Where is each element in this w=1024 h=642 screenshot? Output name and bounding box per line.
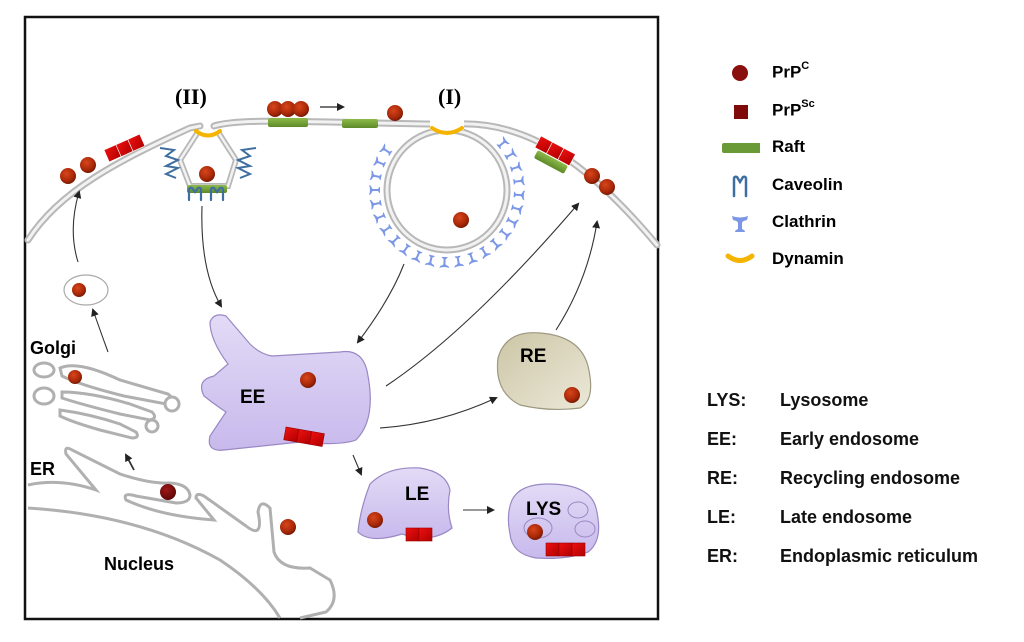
clathrin-icon	[732, 216, 748, 232]
lysosome-inner-vesicle	[574, 520, 596, 538]
arrow-er-to-golgi	[125, 453, 135, 471]
membrane-particles	[60, 101, 615, 195]
abbreviation-value: Endoplasmic reticulum	[780, 546, 979, 566]
raft-icon	[534, 150, 568, 174]
arrow-re-to-membrane	[555, 220, 601, 331]
trafficking-arrows	[72, 190, 601, 514]
arrow-clathrin-to-ee	[356, 263, 405, 344]
legend-item-raft: Raft	[700, 133, 1000, 163]
abbreviation-item: LE: Late endosome	[707, 507, 1017, 533]
abbreviation-key: ER:	[707, 546, 738, 566]
prpc-icon	[280, 519, 296, 535]
raft-bar-icon	[722, 143, 760, 153]
caveolin-icon	[159, 147, 182, 179]
legend-item-caveolin: Caveolin	[700, 171, 1000, 201]
arrow-vesicle-to-membrane	[72, 190, 82, 263]
pathway-label-I: (I)	[438, 84, 461, 109]
prpc-icon	[367, 512, 383, 528]
early-endosome-label: EE	[240, 387, 265, 408]
abbreviation-item: LYS: Lysosome	[707, 390, 1017, 416]
prpc-icon	[160, 484, 176, 500]
prpc-icon	[527, 524, 543, 540]
prpc-icon	[267, 101, 283, 117]
prpc-icon	[80, 157, 96, 173]
abbreviation-key: EE:	[707, 429, 738, 449]
dynamin-arc-icon	[725, 253, 755, 263]
abbreviation-value: Late endosome	[780, 507, 913, 527]
prpc-icon	[564, 387, 580, 403]
pathway-label-II: (II)	[175, 84, 207, 109]
abbreviation-key: LE:	[707, 507, 736, 527]
prpc-icon	[453, 212, 469, 228]
abbreviation-key: RE:	[707, 468, 738, 488]
legend-item-clathrin: Clathrin	[700, 208, 1000, 238]
abbreviation-value: Lysosome	[780, 390, 869, 410]
golgi-label: Golgi	[30, 338, 76, 358]
late-endosome-label: LE	[405, 484, 429, 505]
legend-item-dynamin: Dynamin	[700, 245, 1000, 275]
arrow-ee-to-le	[352, 454, 363, 476]
caveolin-icon	[732, 175, 748, 198]
legend-sup: C	[801, 60, 810, 72]
recycling-endosome-label: RE	[520, 346, 546, 367]
arrow-golgi-to-vesicle	[91, 308, 109, 353]
abbreviation-item: ER: Endoplasmic reticulum	[707, 546, 1017, 572]
abbreviation-item: RE: Recycling endosome	[707, 468, 1017, 494]
prpc-icon	[387, 105, 403, 121]
abbreviation-key: LYS:	[707, 390, 747, 410]
prpc-icon	[280, 101, 296, 117]
early-endosome	[201, 314, 371, 451]
legend-label: PrP	[772, 100, 802, 120]
arrow-ee-to-re	[379, 396, 498, 429]
legend-item-prpc: PrPC	[700, 58, 1000, 88]
caveolae-pit	[159, 129, 257, 202]
abbreviation-value: Recycling endosome	[780, 468, 961, 488]
prpc-icon	[584, 168, 600, 184]
legend-label: PrP	[772, 62, 802, 82]
arrow-caveolae-to-ee	[201, 205, 223, 308]
lysosome-label: LYS	[526, 499, 561, 520]
prpc-icon	[293, 101, 309, 117]
prpsc-aggregate	[283, 426, 325, 447]
prpc-icon	[68, 370, 82, 384]
prpsc-aggregate	[545, 542, 586, 557]
legend-label: Caveolin	[772, 175, 843, 194]
endoplasmic-reticulum	[27, 446, 336, 620]
lysosome-inner-vesicle	[567, 501, 589, 519]
caveolin-icon	[234, 147, 257, 179]
prpsc-square-icon	[734, 105, 748, 119]
arrow-ee-to-membrane	[385, 202, 580, 387]
abbreviation-item: EE: Early endosome	[707, 429, 1017, 455]
prpc-icon	[72, 283, 86, 297]
dynamin-icon	[194, 129, 222, 138]
prpsc-aggregate	[534, 135, 576, 167]
legend-item-prpsc: PrPSc	[700, 96, 1000, 126]
prpc-icon	[199, 166, 215, 182]
dynamin-icon	[430, 126, 464, 135]
prpc-icon	[300, 372, 316, 388]
prpc-circle-icon	[732, 65, 748, 81]
abbreviation-value: Early endosome	[780, 429, 920, 449]
prpsc-aggregate	[405, 527, 433, 542]
legend-sup: Sc	[801, 98, 815, 110]
raft-icon	[268, 118, 308, 127]
golgi-apparatus	[32, 361, 181, 440]
legend-label: Clathrin	[772, 212, 837, 231]
raft-icon	[342, 119, 378, 128]
er-label: ER	[30, 459, 55, 479]
prpc-icon	[60, 168, 76, 184]
legend-label: Raft	[772, 137, 806, 156]
prpc-icon	[599, 179, 615, 195]
prpsc-aggregate	[103, 133, 146, 163]
legend-label: Dynamin	[772, 249, 844, 268]
clathrin-coated-vesicle	[369, 120, 526, 269]
nucleus-label: Nucleus	[104, 554, 174, 574]
